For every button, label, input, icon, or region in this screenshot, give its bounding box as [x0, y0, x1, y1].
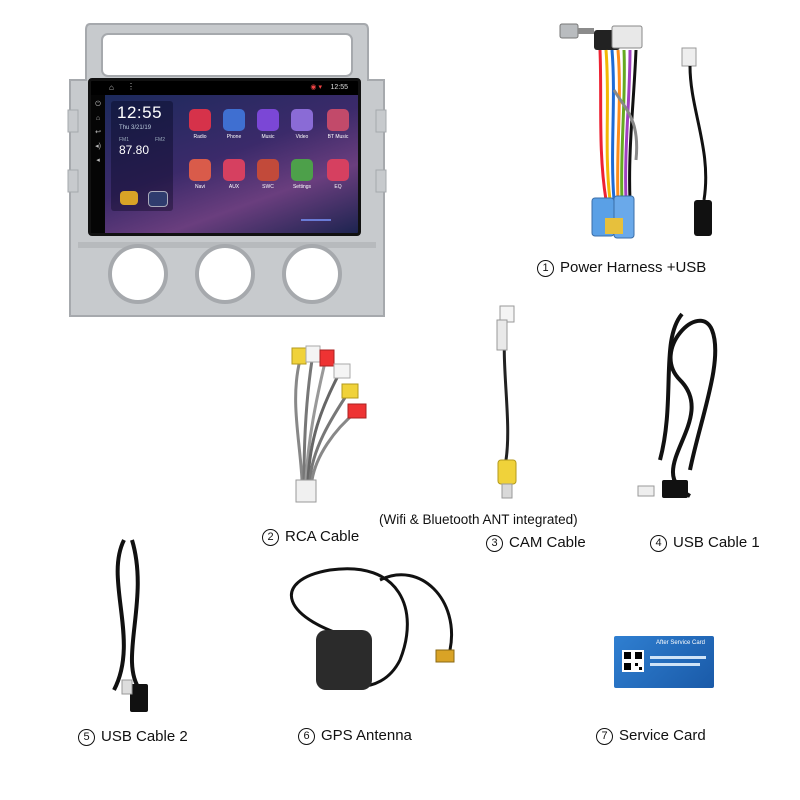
rca-cable-illustration [291, 345, 367, 503]
app-icon-radio[interactable] [189, 109, 211, 131]
item-label-power-harness: 1 Power Harness +USB [537, 259, 706, 277]
power-icon[interactable]: ⏻ [95, 101, 101, 108]
radio-band-right: FM2 [155, 137, 165, 143]
radio-band-left: FM1 [119, 137, 129, 143]
app-label: Radio [193, 134, 207, 140]
item-name: Service Card [619, 727, 706, 744]
power-harness-illustration [559, 23, 643, 239]
item-label-usb-cable-1: 4 USB Cable 1 [650, 534, 760, 552]
status-clock: 12:55 [330, 84, 348, 91]
item-name: Power Harness +USB [560, 259, 707, 276]
cam-cable-illustration [496, 305, 517, 499]
home-icon[interactable]: ⌂ [109, 83, 114, 92]
widget-clock: 12:55 [117, 103, 163, 122]
app-label: EQ [334, 184, 342, 190]
app-icon-swc[interactable] [257, 159, 279, 181]
item-label-cam-cable: 3 CAM Cable [486, 534, 586, 552]
app-label: Navi [194, 184, 205, 190]
app-icon-settings[interactable] [291, 159, 313, 181]
app-icon-phone[interactable] [223, 109, 245, 131]
qr-code-icon [622, 650, 644, 672]
item-number: 3 [486, 535, 503, 552]
side-buttons: ⏻ ⌂ ↩ ◂) ◂ [91, 95, 105, 233]
wifi-icon: ◉ ▾ [310, 84, 322, 91]
item-name: GPS Antenna [321, 727, 412, 744]
usb-cable-2-illustration [112, 539, 148, 712]
app-label: AUX [228, 184, 240, 190]
service-card-title: After Service Card [656, 640, 706, 646]
page-indicator [301, 219, 331, 221]
item-name: RCA Cable [285, 528, 360, 545]
app-icon-music[interactable] [257, 109, 279, 131]
app-label: Phone [226, 134, 242, 140]
app-icon-eq[interactable] [327, 159, 349, 181]
cam-note: (Wifi & Bluetooth ANT integrated) [379, 512, 578, 527]
usb-cable-1-illustration [637, 312, 718, 498]
app-icon-video[interactable] [291, 109, 313, 131]
app-label: Music [261, 134, 275, 140]
app-label: SWC [262, 184, 274, 190]
item-name: USB Cable 1 [673, 534, 760, 551]
home-side-icon[interactable]: ⌂ [95, 115, 101, 122]
item-number: 5 [78, 729, 95, 746]
item-label-gps-antenna: 6 GPS Antenna [298, 727, 412, 745]
widget-date: Thu 3/21/19 [119, 125, 152, 131]
item-label-rca-cable: 2 RCA Cable [262, 528, 359, 546]
card-line [650, 656, 706, 659]
volume-down-icon[interactable]: ◂ [96, 157, 100, 164]
volume-up-icon[interactable]: ◂) [95, 143, 101, 150]
app-icon-bt-music[interactable] [327, 109, 349, 131]
item-number: 6 [298, 728, 315, 745]
app-label: BT Music [327, 134, 349, 140]
item-label-service-card: 7 Service Card [596, 727, 706, 745]
back-icon[interactable]: ↩ [95, 129, 101, 136]
head-unit-screen[interactable]: ⌂ ⋮ ◉ ▾ 12:55 ⏻ ⌂ ↩ ◂) ◂ 12:55 Thu 3/21/… [88, 78, 361, 236]
gps-antenna-illustration [289, 567, 455, 690]
more-icon[interactable]: ⋮ [127, 82, 135, 91]
item-number: 2 [262, 529, 279, 546]
app-label: Settings [292, 184, 312, 190]
status-bar: ⌂ ⋮ ◉ ▾ 12:55 [91, 81, 358, 95]
item-number: 1 [537, 260, 554, 277]
item-name: CAM Cable [509, 534, 586, 551]
apps-button[interactable] [148, 191, 168, 207]
item-number: 7 [596, 728, 613, 745]
radio-app-button[interactable] [120, 191, 138, 205]
app-icon-navi[interactable] [189, 159, 211, 181]
app-label: Video [295, 134, 309, 140]
item-label-usb-cable-2: 5 USB Cable 2 [78, 728, 188, 746]
card-line [650, 663, 700, 666]
usb-harness-illustration [681, 47, 712, 236]
item-number: 4 [650, 535, 667, 552]
item-name: USB Cable 2 [101, 728, 188, 745]
app-icon-aux[interactable] [223, 159, 245, 181]
radio-frequency: 87.80 [119, 143, 150, 157]
service-card-illustration: After Service Card [614, 636, 714, 688]
